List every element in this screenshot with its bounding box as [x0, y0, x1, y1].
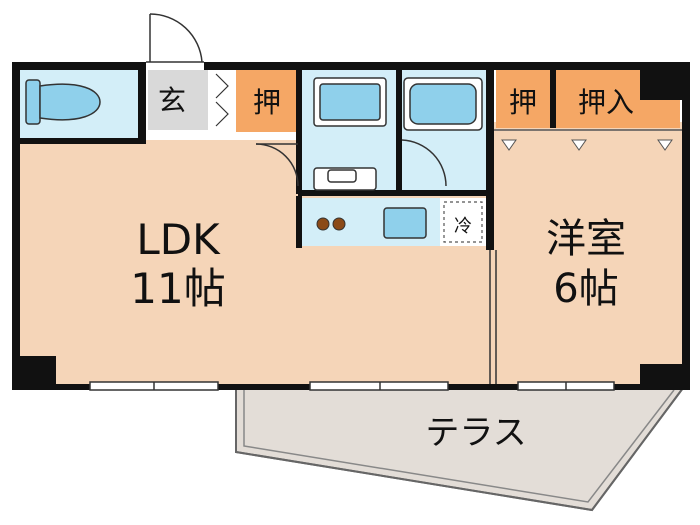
washbasin-icon [313, 77, 387, 127]
fridge-outline [443, 201, 483, 243]
sink-icon [383, 207, 427, 239]
walls [12, 62, 690, 390]
hall-closet-label: 押 [253, 86, 281, 119]
washroom-door[interactable] [255, 143, 299, 187]
windows [89, 250, 615, 391]
entrance-label: 玄 [158, 84, 186, 117]
toilet-icon [25, 79, 101, 125]
washing-machine-pan-icon [313, 167, 377, 191]
western-closet-1 [496, 70, 550, 128]
entrance-area [148, 70, 208, 130]
stove-icon [316, 217, 346, 231]
western-room [490, 122, 682, 384]
bathtub-icon [403, 77, 483, 131]
entrance-door[interactable] [149, 13, 203, 63]
terrace-label: テラス [425, 413, 526, 453]
western-closet-2-label: 押入 [578, 86, 634, 119]
hall-closet-doors[interactable] [215, 73, 229, 127]
western-room-size-label: 6帖 [553, 266, 618, 312]
fridge-label: 冷 [454, 216, 472, 237]
ldk-size-label: 11帖 [130, 264, 225, 313]
western-room-label: 洋室 [546, 216, 626, 262]
bathroom-door[interactable] [401, 139, 447, 187]
hall-closet [236, 70, 298, 132]
western-closet-doors[interactable] [501, 139, 673, 151]
ldk-label: LDK [136, 215, 221, 264]
fridge-space [440, 198, 486, 246]
western-closet-1-label: 押 [509, 86, 537, 119]
